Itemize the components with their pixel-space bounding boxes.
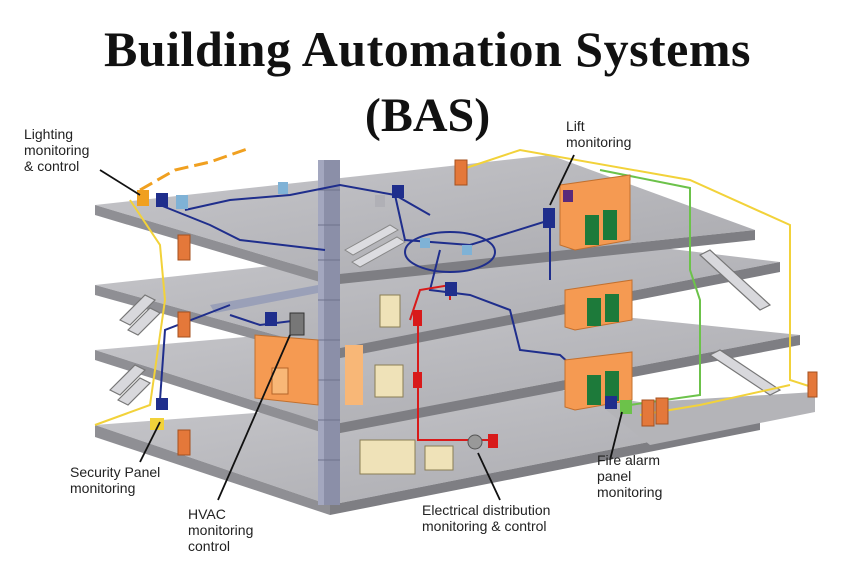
network-lines — [159, 183, 611, 401]
label-lift: Lift monitoring — [566, 118, 632, 150]
callout-pointers — [99, 154, 623, 501]
doors — [177, 159, 818, 456]
diagram-title: Building Automation Systems — [104, 21, 751, 77]
electrical-cabinets — [359, 294, 454, 475]
diagram-subtitle: (BAS) — [364, 89, 491, 142]
label-electrical: Electrical distribution monitoring & con… — [422, 502, 551, 534]
label-fire-alarm: Fire alarm panel monitoring — [597, 452, 663, 500]
hvac-room — [254, 334, 363, 406]
control-boxes — [137, 182, 632, 450]
label-hvac: HVAC monitoring control — [188, 506, 254, 554]
staircase-left — [108, 294, 162, 406]
hvac-duct — [210, 160, 340, 505]
staircase-center — [344, 224, 406, 268]
lift-shaft — [559, 174, 633, 411]
label-security: Security Panel monitoring — [70, 464, 161, 496]
lighting-line — [139, 146, 251, 192]
label-lighting: Lighting monitoring & control — [24, 126, 90, 174]
staircase-right — [698, 249, 782, 396]
fire-alarm-line — [599, 169, 701, 406]
